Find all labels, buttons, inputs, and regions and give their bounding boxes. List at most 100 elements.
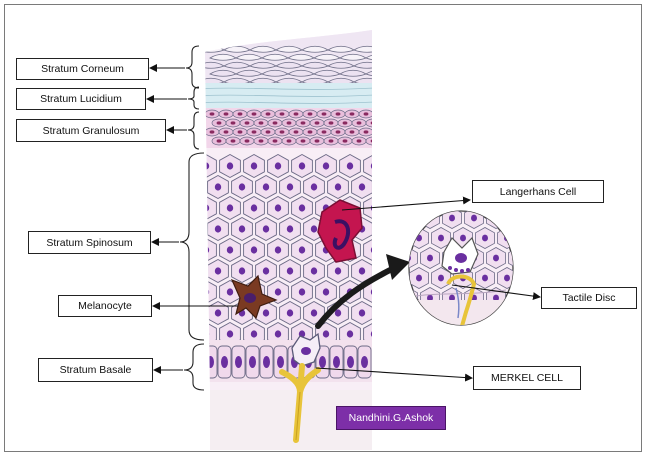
spinosum-nucleus: [335, 267, 341, 274]
spinosum-nucleus: [275, 330, 281, 337]
granulosum-nucleus: [259, 121, 264, 124]
spinosum-nucleus: [227, 204, 233, 211]
granulosum-nucleus: [210, 112, 215, 115]
spinosum-nucleus: [239, 267, 245, 274]
granulosum-nucleus: [224, 130, 229, 133]
magnified-nucleus: [427, 255, 433, 262]
granulosum-nucleus: [322, 112, 327, 115]
spinosum-nucleus: [311, 309, 317, 316]
spinosum-nucleus: [227, 246, 233, 253]
basale-nucleus: [333, 356, 340, 368]
granulosum-nucleus: [217, 139, 222, 142]
spinosum-nucleus: [371, 288, 377, 295]
magnified-cell: [509, 288, 528, 309]
granulosum-nucleus: [294, 112, 299, 115]
granulosum-nucleus: [280, 112, 285, 115]
granulosum-nucleus: [364, 112, 369, 115]
spinosum-nucleus: [383, 309, 389, 316]
basale-nucleus: [263, 356, 270, 368]
basale-nucleus: [277, 356, 284, 368]
spinosum-nucleus: [263, 267, 269, 274]
spinosum-nucleus: [203, 246, 209, 253]
spinosum-nucleus: [239, 183, 245, 190]
magnified-cell: [509, 208, 528, 229]
granulosum-nucleus: [259, 139, 264, 142]
granulosum-nucleus: [350, 130, 355, 133]
granulosum-cell: [366, 119, 380, 127]
magnified-cell: [399, 208, 418, 229]
granulosum-nucleus: [336, 130, 341, 133]
magnified-nucleus: [438, 275, 444, 282]
granulosum-nucleus: [350, 112, 355, 115]
spinosum-nucleus: [359, 183, 365, 190]
basale-nucleus: [249, 356, 256, 368]
granulosum-nucleus: [238, 130, 243, 133]
magnified-nucleus: [493, 255, 499, 262]
spinosum-nucleus: [287, 267, 293, 274]
corneum-flake: [198, 46, 224, 52]
basale-nucleus: [319, 356, 326, 368]
granulosum-nucleus: [371, 121, 376, 124]
label-stratum-spinosum: Stratum Spinosum: [28, 231, 151, 254]
spinosum-nucleus: [227, 162, 233, 169]
spinosum-nucleus: [371, 246, 377, 253]
spinosum-nucleus: [359, 267, 365, 274]
magnified-nucleus: [515, 295, 521, 302]
basale-nucleus: [221, 356, 228, 368]
spinosum-nucleus: [299, 204, 305, 211]
spinosum-nucleus: [215, 267, 221, 274]
granulosum-nucleus: [364, 130, 369, 133]
spinosum-nucleus: [239, 225, 245, 232]
basale-nucleus: [235, 356, 242, 368]
granulosum-nucleus: [301, 139, 306, 142]
spinosum-nucleus: [263, 225, 269, 232]
magnified-nucleus: [438, 235, 444, 242]
spinosum-nucleus: [203, 288, 209, 295]
granulosum-nucleus: [343, 121, 348, 124]
spinosum-nucleus: [203, 162, 209, 169]
granulosum-nucleus: [371, 139, 376, 142]
merkel-nucleus: [301, 347, 311, 355]
spinosum-nucleus: [323, 288, 329, 295]
granulosum-nucleus: [252, 130, 257, 133]
spinosum-nucleus: [215, 225, 221, 232]
label-melanocyte: Melanocyte: [58, 295, 152, 317]
granulosum-nucleus: [322, 130, 327, 133]
spinosum-nucleus: [215, 183, 221, 190]
spinosum-nucleus: [299, 288, 305, 295]
granulosum-nucleus: [266, 130, 271, 133]
spinosum-nucleus: [359, 309, 365, 316]
spinosum-nucleus: [287, 225, 293, 232]
granulosum-nucleus: [231, 139, 236, 142]
spinosum-nucleus: [251, 204, 257, 211]
granulosum-nucleus: [245, 139, 250, 142]
spinosum-nucleus: [275, 162, 281, 169]
spinosum-nucleus: [275, 204, 281, 211]
label-langerhans-cell: Langerhans Cell: [472, 180, 604, 203]
spinosum-nucleus: [335, 183, 341, 190]
magnified-nucleus: [449, 215, 455, 222]
granulosum-nucleus: [266, 112, 271, 115]
spinosum-nucleus: [371, 330, 377, 337]
granulosum-nucleus: [273, 121, 278, 124]
spinosum-nucleus: [275, 288, 281, 295]
magnified-nucleus: [405, 295, 411, 302]
magnified-nucleus: [515, 215, 521, 222]
label-merkel-cell: MERKEL CELL: [473, 366, 581, 390]
magnified-nucleus: [405, 215, 411, 222]
spinosum-nucleus: [263, 183, 269, 190]
magnified-nucleus: [416, 275, 422, 282]
magnified-cell: [520, 268, 539, 289]
spinosum-nucleus: [263, 309, 269, 316]
granulosum-nucleus: [287, 121, 292, 124]
artist-signature: Nandhini.G.Ashok: [336, 406, 446, 430]
layer-brackets: [180, 46, 204, 390]
magnified-cell: [520, 228, 539, 249]
granulosum-nucleus: [329, 121, 334, 124]
spinosum-nucleus: [383, 225, 389, 232]
granulosum-nucleus: [217, 121, 222, 124]
spinosum-nucleus: [203, 204, 209, 211]
label-stratum-corneum: Stratum Corneum: [16, 58, 149, 80]
granulosum-nucleus: [301, 121, 306, 124]
